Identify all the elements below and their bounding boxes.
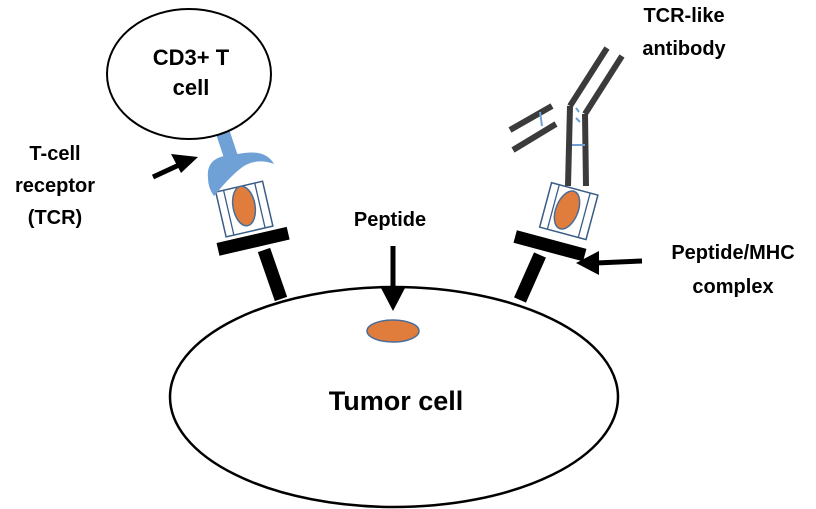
mhc-base-left bbox=[216, 226, 290, 256]
antibody-annotation: TCR-like antibody bbox=[642, 5, 726, 60]
t-cell-label-line2: cell bbox=[173, 75, 210, 100]
tcr-cup bbox=[207, 152, 274, 196]
pmhc-annotation: Peptide/MHC complex bbox=[576, 242, 795, 298]
peptide-label: Peptide bbox=[354, 209, 426, 231]
mhc-base-right bbox=[513, 230, 587, 262]
presented-peptide-right bbox=[553, 190, 581, 230]
pmhc-label-line1: Peptide/MHC bbox=[671, 242, 794, 264]
peptide-annotation: Peptide bbox=[354, 209, 426, 311]
tcr-like-antibody bbox=[508, 46, 625, 187]
antibody-label-line1: TCR-like bbox=[643, 5, 724, 27]
presented-peptide-left bbox=[231, 185, 257, 227]
tumor-cell: Tumor cell bbox=[168, 285, 620, 509]
mhc-stalk-right bbox=[514, 252, 546, 303]
peptide-arrow-icon bbox=[381, 246, 405, 311]
t-cell: CD3+ T cell bbox=[106, 8, 272, 140]
t-cell-body bbox=[106, 8, 272, 140]
antibody-label-line2: antibody bbox=[642, 38, 726, 60]
t-cell-label-line1: CD3+ T bbox=[153, 45, 230, 70]
pmhc-complex-right bbox=[513, 181, 599, 303]
pmhc-arrow-icon bbox=[576, 251, 643, 275]
tcr-label-line1: T-cell bbox=[29, 143, 80, 165]
pmhc-label-line2: complex bbox=[692, 276, 773, 298]
mhc-stalk-left bbox=[257, 247, 288, 302]
tcr-arrow-icon bbox=[151, 154, 198, 180]
surface-peptide bbox=[366, 319, 420, 343]
tcr-stem bbox=[214, 126, 240, 164]
tumor-cell-label: Tumor cell bbox=[329, 386, 464, 416]
t-cell-receptor bbox=[207, 126, 274, 196]
pmhc-complex-left bbox=[214, 180, 290, 302]
tcr-label-line3: (TCR) bbox=[28, 207, 82, 229]
tcr-label-line2: receptor bbox=[15, 175, 95, 197]
tcr-annotation: T-cell receptor (TCR) bbox=[15, 143, 198, 229]
